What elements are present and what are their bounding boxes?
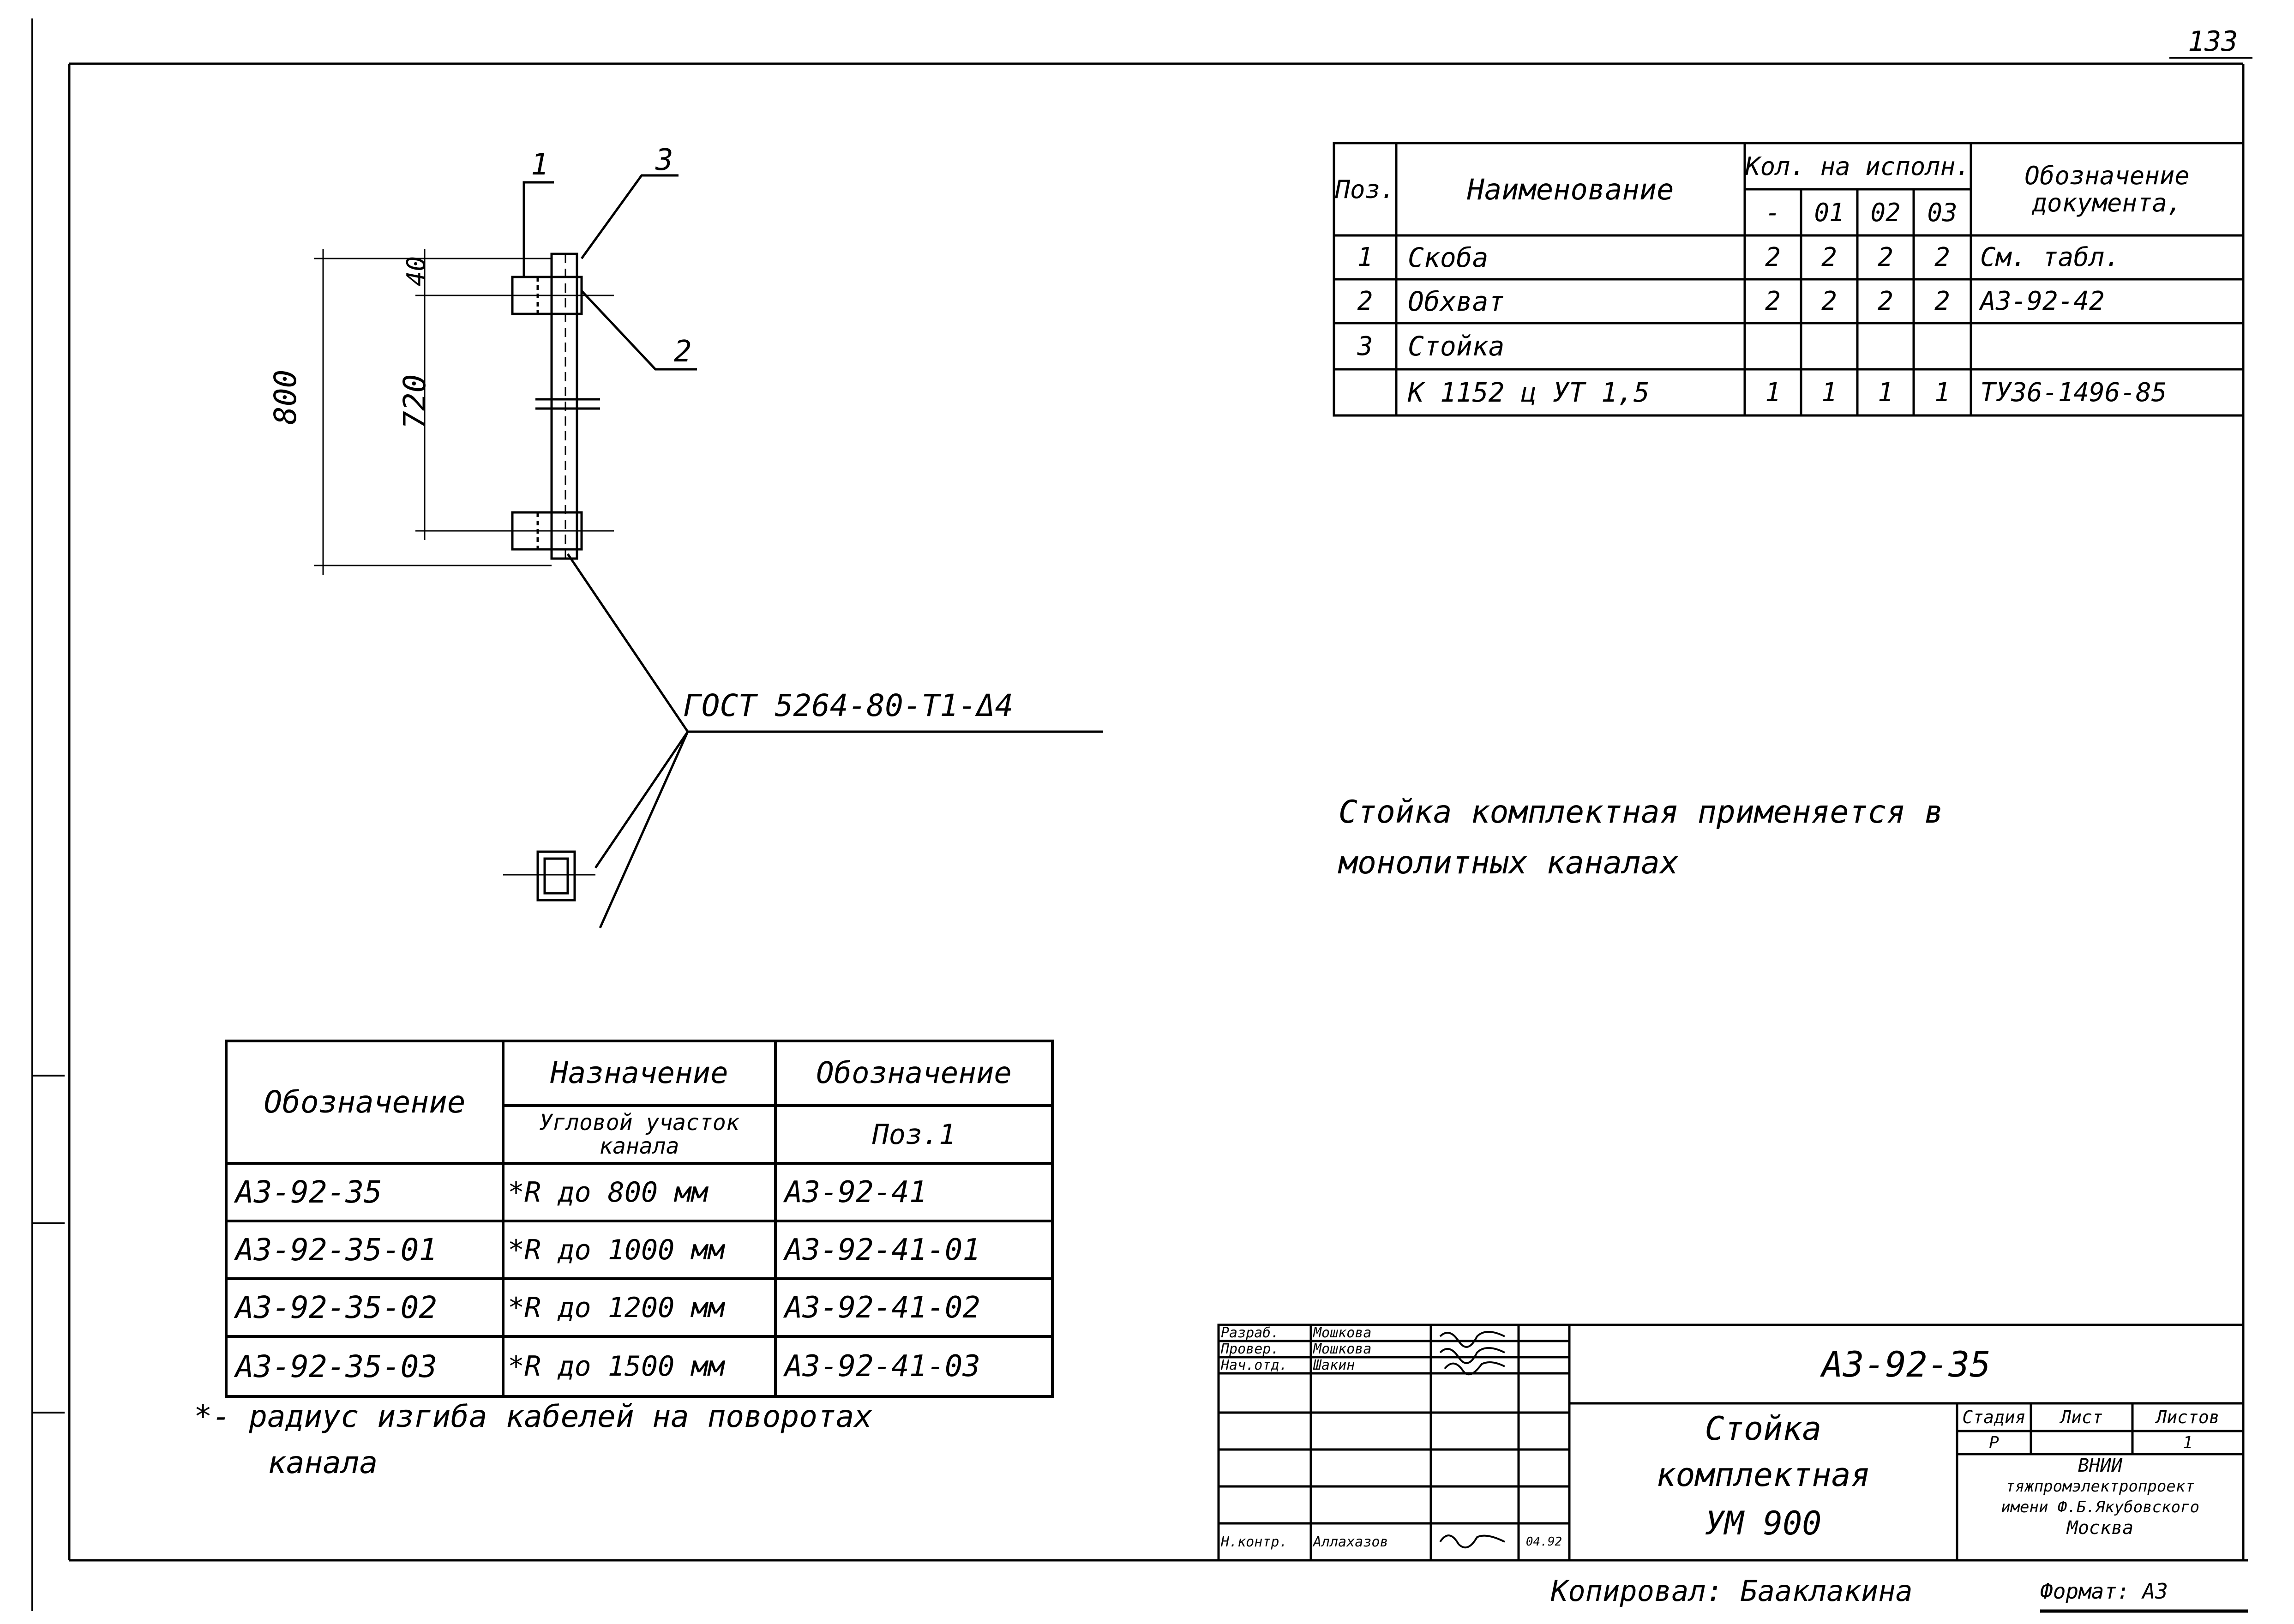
- variants-row-purpose: *R до 1200 мм: [508, 1291, 725, 1324]
- tb-role: Провер.: [1221, 1341, 1279, 1357]
- variants-row-purpose: *R до 800 мм: [508, 1176, 708, 1209]
- tb-sheets: 1: [2183, 1433, 2193, 1452]
- parts-row-qty: 1: [1821, 377, 1837, 408]
- variants-table-grid: [225, 1040, 1054, 1398]
- tb-org-2: тяжпромэлектропроект: [2006, 1477, 2195, 1496]
- parts-row-qty: 2: [1934, 242, 1950, 272]
- tb-role: Н.контр.: [1221, 1534, 1288, 1550]
- variants-row-pos1: А3-92-41-01: [785, 1233, 980, 1267]
- parts-row-qty: 2: [1821, 286, 1837, 316]
- variants-row-designation: А3-92-35-01: [235, 1232, 438, 1268]
- parts-variant: 01: [1814, 198, 1844, 227]
- parts-row-pos: 1: [1357, 242, 1373, 272]
- weld-label: ГОСТ 5264-80-Т1-Δ4: [683, 688, 1014, 723]
- tb-org-3: имени Ф.Б.Якубовского: [2001, 1498, 2199, 1516]
- parts-row-qty: 1: [1765, 377, 1781, 408]
- tb-name: Шакин: [1313, 1357, 1355, 1373]
- tb-role: Нач.отд.: [1221, 1357, 1288, 1373]
- footer-format: Формат: А3: [2040, 1579, 2168, 1604]
- footer-copied: Копировал: Бааклакина: [1551, 1574, 1913, 1608]
- callout-1: 1: [531, 148, 549, 182]
- parts-row-pos: 2: [1357, 286, 1373, 316]
- tb-title-1: Стойка: [1705, 1410, 1822, 1448]
- parts-header-name: Наименование: [1467, 172, 1674, 206]
- note-line-1: Стойка комплектная применяется в: [1339, 794, 1944, 830]
- variants-row-pos1: А3-92-41-02: [785, 1290, 980, 1325]
- tb-code: А3-92-35: [1821, 1343, 1991, 1385]
- variants-row-purpose: *R до 1000 мм: [508, 1233, 725, 1266]
- tb-org-1: ВНИИ: [2078, 1455, 2123, 1476]
- parts-row-qty: 2: [1934, 286, 1950, 316]
- tb-title-3: УМ 900: [1705, 1504, 1822, 1542]
- variants-row-purpose: *R до 1500 мм: [508, 1350, 725, 1383]
- parts-row-name: Скоба: [1408, 241, 1489, 273]
- title-block-grid: [1217, 1323, 2245, 1562]
- variants-row-designation: А3-92-35-03: [235, 1348, 438, 1384]
- parts-variant: -: [1765, 198, 1781, 227]
- parts-row-doc: См. табл.: [1980, 242, 2120, 272]
- parts-row-doc: ТУ36-1496-85: [1980, 377, 2167, 408]
- tb-title-2: комплектная: [1656, 1456, 1870, 1494]
- parts-row-qty: 2: [1878, 286, 1893, 316]
- variants-header-purpose-sub: Угловой участок канала: [539, 1110, 739, 1159]
- page-number: 133: [2188, 25, 2238, 58]
- parts-row-pos: 3: [1357, 331, 1373, 361]
- parts-header-pos: Поз.: [1335, 174, 1395, 204]
- parts-row-qty: 1: [1934, 377, 1950, 408]
- parts-header-doc: Обозначение документа,: [2024, 161, 2190, 217]
- parts-row-name: Обхват: [1408, 285, 1505, 317]
- parts-table-grid: [1333, 142, 2245, 417]
- variants-row-designation: А3-92-35: [235, 1174, 382, 1210]
- dim-top: 40: [402, 256, 431, 286]
- variants-header-designation2: Обозначение: [816, 1056, 1012, 1090]
- variants-header-purpose: Назначение: [550, 1056, 728, 1090]
- variants-header-pos1: Поз.1: [872, 1118, 956, 1151]
- dim-inner: 720: [397, 374, 432, 429]
- parts-row-qty: 2: [1821, 242, 1837, 272]
- dim-total: 800: [268, 369, 303, 425]
- tb-name: Мошкова: [1313, 1325, 1372, 1341]
- parts-variant: 02: [1870, 198, 1901, 227]
- variants-row-pos1: А3-92-41-03: [785, 1349, 980, 1383]
- tb-stage-label: Стадия: [1962, 1407, 2026, 1427]
- parts-row-name: К 1152 ц УТ 1,5: [1408, 377, 1650, 408]
- signatures: [1439, 1331, 1505, 1549]
- footnote-line-2: канала: [268, 1445, 378, 1480]
- parts-header-qty: Кол. на исполн.: [1745, 151, 1970, 181]
- variants-row-pos1: А3-92-41: [785, 1175, 927, 1209]
- tb-name: Аллахазов: [1313, 1534, 1388, 1550]
- tb-date: 04.92: [1525, 1535, 1562, 1549]
- tb-role: Разраб.: [1221, 1325, 1279, 1341]
- tb-stage: Р: [1989, 1433, 1999, 1452]
- variants-header-designation: Обозначение: [264, 1084, 466, 1120]
- callout-3: 3: [655, 143, 673, 177]
- parts-row-qty: 2: [1765, 286, 1781, 316]
- parts-row-qty: 1: [1878, 377, 1893, 408]
- tb-org-4: Москва: [2066, 1517, 2134, 1539]
- tb-sheet-label: Лист: [2060, 1407, 2103, 1427]
- parts-variant: 03: [1927, 198, 1958, 227]
- parts-row-doc: А3-92-42: [1980, 286, 2105, 316]
- variants-row-designation: А3-92-35-02: [235, 1290, 438, 1325]
- tb-name: Мошкова: [1313, 1341, 1372, 1357]
- parts-row-name: Стойка: [1408, 331, 1505, 362]
- footnote-line-1: *- радиус изгиба кабелей на поворотах: [194, 1399, 873, 1434]
- stand-drawing: [314, 174, 1103, 929]
- note-line-2: монолитных каналах: [1339, 845, 1679, 881]
- parts-row-qty: 2: [1765, 242, 1781, 272]
- callout-2: 2: [674, 335, 692, 369]
- tb-sheets-label: Листов: [2156, 1407, 2220, 1427]
- parts-row-qty: 2: [1878, 242, 1893, 272]
